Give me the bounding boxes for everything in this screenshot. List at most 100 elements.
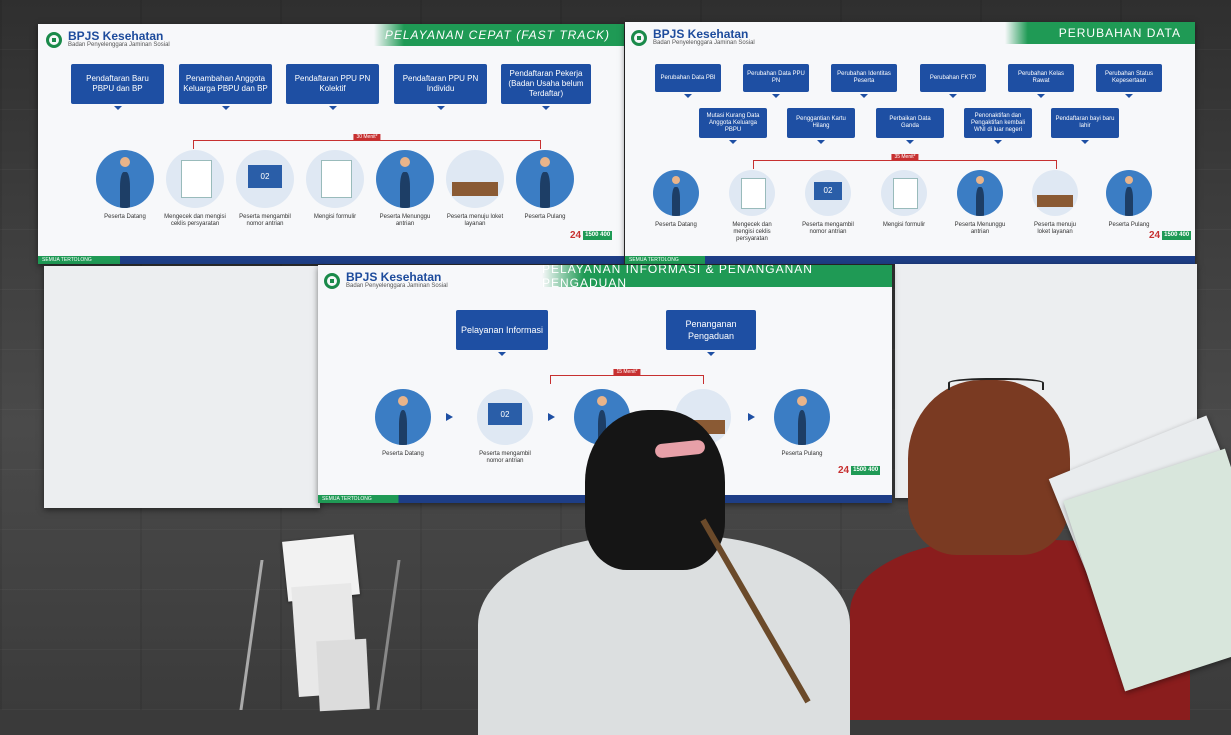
step-label: Peserta mengambil nomor antrian xyxy=(479,451,531,464)
bpjs-logo-icon xyxy=(324,272,340,289)
service-box: Perbaikan Data Ganda xyxy=(876,108,944,144)
bpjs-logo-icon xyxy=(631,29,647,46)
time-bracket: 30 Menit* xyxy=(193,134,541,149)
person-left-hair xyxy=(585,410,725,570)
service-box: Penanganan Pengaduan xyxy=(666,310,756,356)
poster-footer: SEMUA TERTOLONG xyxy=(38,256,624,264)
poster-banner: PERUBAHAN DATA xyxy=(1005,22,1195,44)
process-step: Mengecek dan mengisi ceklis persyaratan xyxy=(726,170,778,243)
poster-banner: PELAYANAN INFORMASI & PENANGANAN PENGADU… xyxy=(542,265,892,290)
arrow-icon xyxy=(748,413,755,421)
service-box: Perubahan Data PBI xyxy=(655,64,721,98)
queue-number: 02 xyxy=(814,181,842,200)
step-label: Peserta Datang xyxy=(104,214,146,220)
cc-number: 24 xyxy=(838,465,850,476)
cc-number: 24 xyxy=(570,230,582,241)
time-bracket: 35 Menit* xyxy=(753,154,1057,169)
process-step: Peserta Datang xyxy=(373,389,433,458)
logo-title: BPJS Kesehatan xyxy=(653,27,749,41)
process-step: Peserta Menunggu antrian xyxy=(370,150,440,228)
step-label: Peserta Menunggu antrian xyxy=(379,214,431,227)
service-box: Pendaftaran bayi baru lahir xyxy=(1051,108,1119,144)
service-box: Mutasi Kurang Data Anggota Keluarga PBPU xyxy=(699,108,767,144)
sunglasses xyxy=(948,378,1044,390)
logo-subtitle: Badan Penyelenggara Jaminan Sosial xyxy=(68,42,170,48)
logo-subtitle: Badan Penyelenggara Jaminan Sosial xyxy=(653,40,755,46)
step-label: Peserta Datang xyxy=(382,451,424,457)
logo-title: BPJS Kesehatan xyxy=(68,29,164,43)
process-step: Mengecek dan mengisi ceklis persyaratan xyxy=(160,150,230,228)
bpjs-logo-icon xyxy=(46,31,62,48)
footer-text: SEMUA TERTOLONG xyxy=(629,257,679,263)
step-label: Mengecek dan mengisi ceklis persyaratan xyxy=(732,222,772,242)
service-box: Penonaktifan dan Pengaktifan kembali WNI… xyxy=(964,108,1032,144)
service-box: Pendaftaran Baru PBPU dan BP xyxy=(71,64,164,110)
service-box: Perubahan FKTP xyxy=(920,64,986,98)
process-step: Peserta Datang xyxy=(90,150,160,221)
step-label: Peserta mengambil nomor antrian xyxy=(802,222,854,235)
service-box: Perubahan Identitas Peserta xyxy=(831,64,897,98)
blank-panel-left xyxy=(44,266,320,508)
cc-box: 1500 400 xyxy=(583,231,613,240)
arrow-icon xyxy=(446,413,453,421)
service-box: Pendaftaran Pekerja (Badan Usaha belum T… xyxy=(501,64,591,110)
arrow-icon xyxy=(548,413,555,421)
service-box: Pelayanan Informasi xyxy=(456,310,548,356)
time-label: 35 Menit* xyxy=(891,154,919,160)
service-box: Pendaftaran PPU PN Kolektif xyxy=(286,64,379,110)
step-label: Mengecek dan mengisi ceklis persyaratan xyxy=(164,214,226,227)
footer-text: SEMUA TERTOLONG xyxy=(42,257,92,263)
step-label: Mengisi formulir xyxy=(313,214,357,220)
service-box: Penggantian Kartu Hilang xyxy=(787,108,855,144)
queue-number: 02 xyxy=(247,164,283,188)
service-box: Penambahan Anggota Keluarga PBPU dan BP xyxy=(179,64,272,110)
process-step: Peserta Datang xyxy=(650,170,702,229)
logo-subtitle: Badan Penyelenggara Jaminan Sosial xyxy=(346,283,448,289)
step-label: Peserta Pulang xyxy=(524,214,566,220)
process-step: Peserta Pulang xyxy=(510,150,580,221)
process-step: Peserta menuju loket layanan xyxy=(1029,170,1081,236)
service-box: Perubahan Kelas Rawat xyxy=(1008,64,1074,98)
logo-title: BPJS Kesehatan xyxy=(346,270,442,284)
process-step: Peserta Pulang xyxy=(772,389,832,458)
step-label: Peserta menuju loket layanan xyxy=(1033,222,1077,235)
step-label: Peserta Menunggu antrian xyxy=(954,222,1006,235)
brochure xyxy=(316,638,370,712)
service-box: Perubahan Status Kepesertaan xyxy=(1096,64,1162,98)
time-bracket: 15 Menit* xyxy=(550,369,704,384)
footer-text: SEMUA TERTOLONG xyxy=(322,496,372,502)
cc-box: 1500 400 xyxy=(851,466,881,475)
step-label: Mengisi formulir xyxy=(882,222,926,228)
cc-box: 1500 400 xyxy=(1162,231,1192,240)
process-step: Peserta Menunggu antrian xyxy=(954,170,1006,236)
poster-footer: SEMUA TERTOLONG xyxy=(625,256,1195,264)
process-step: Mengisi formulir xyxy=(878,170,930,229)
service-box: Perubahan Data PPU PN xyxy=(743,64,809,98)
process-step: Peserta menuju loket layanan xyxy=(440,150,510,228)
process-step: Peserta Pulang xyxy=(1103,170,1155,229)
service-box: Pendaftaran PPU PN Individu xyxy=(394,64,487,110)
step-label: Peserta Pulang xyxy=(1108,222,1150,228)
step-label: Peserta Datang xyxy=(655,222,697,228)
person-right-hair xyxy=(908,380,1070,555)
step-label: Peserta menuju loket layanan xyxy=(446,214,504,227)
step-label: Peserta mengambil nomor antrian xyxy=(239,214,291,227)
process-step: Mengisi formulir xyxy=(300,150,370,221)
cc-number: 24 xyxy=(1149,230,1161,241)
poster-banner: PELAYANAN CEPAT (FAST TRACK) xyxy=(374,24,624,46)
step-label: Peserta Pulang xyxy=(781,451,823,457)
queue-number: 02 xyxy=(488,403,522,426)
time-label: 15 Menit* xyxy=(613,369,641,375)
time-label: 30 Menit* xyxy=(353,134,381,140)
